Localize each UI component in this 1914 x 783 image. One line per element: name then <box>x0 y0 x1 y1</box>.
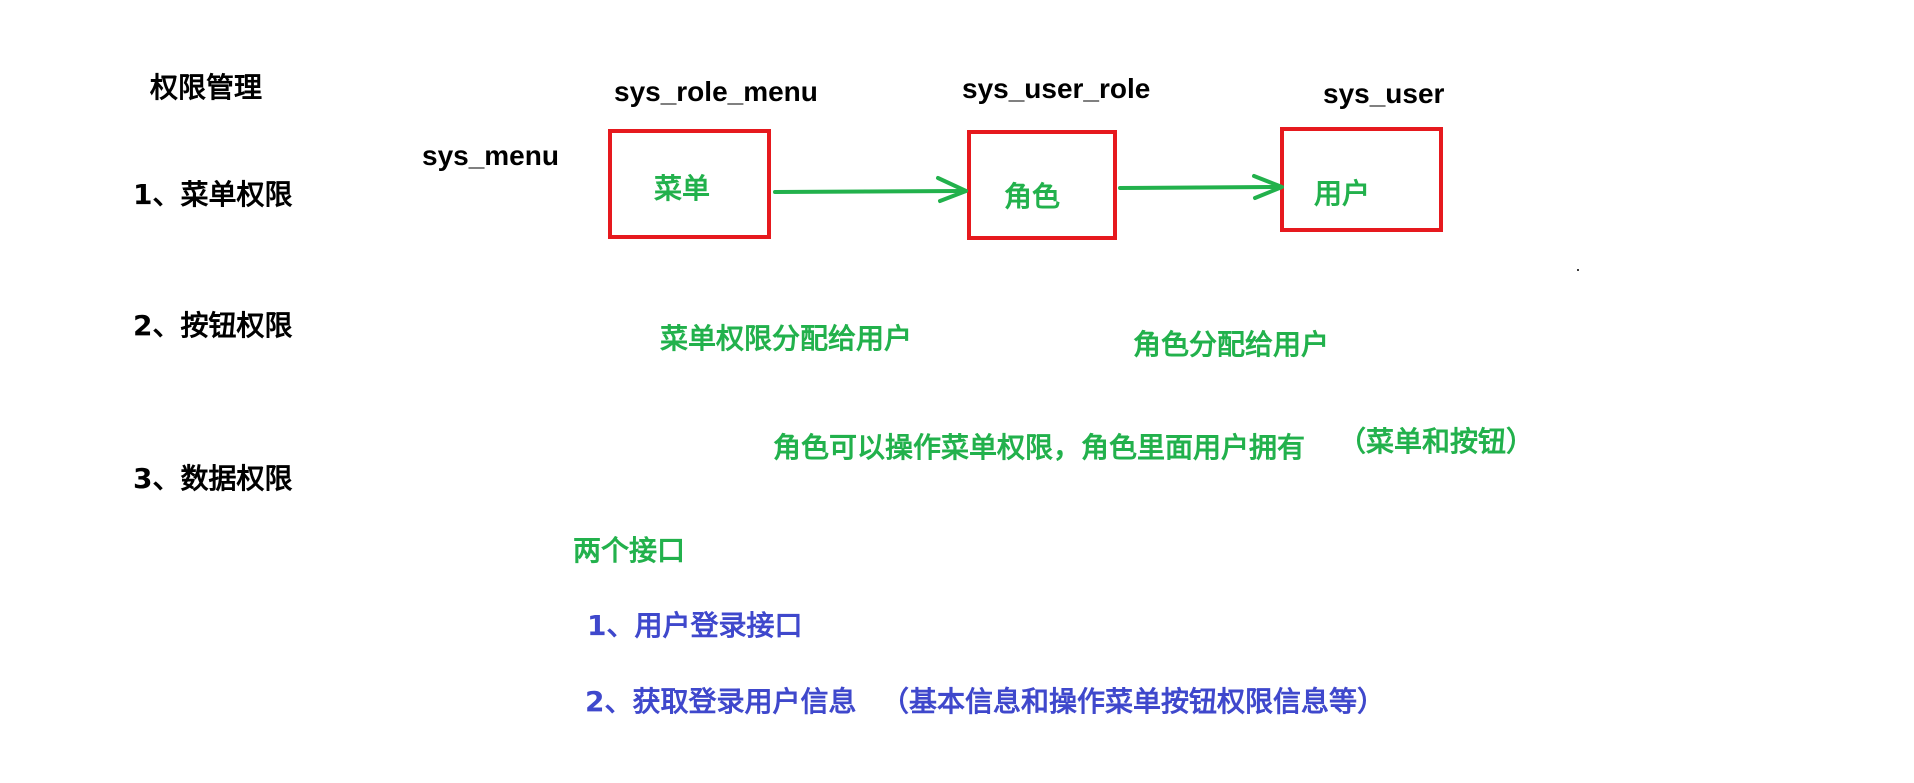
role-box-label: 角色 <box>1004 180 1061 213</box>
menu-box-label: 菜单 <box>654 172 711 205</box>
stray-dot <box>1577 269 1579 271</box>
interfaces-title: 两个接口 <box>573 534 686 567</box>
menu-box: 菜单 <box>608 129 771 239</box>
user-info-interface-item: 2、获取登录用户信息 <box>585 685 857 718</box>
section-title: 权限管理 <box>150 71 263 104</box>
sys-user-role-label: sys_user_role <box>962 73 1151 104</box>
login-interface-item: 1、用户登录接口 <box>587 609 803 642</box>
role-to-user-note: 角色分配给用户 <box>1133 328 1330 361</box>
sys-user-label: sys_user <box>1323 78 1445 109</box>
sys-menu-label: sys_menu <box>422 140 559 171</box>
menu-to-role-arrow <box>773 176 968 203</box>
role-description-paren: （菜单和按钮） <box>1338 425 1535 458</box>
button-permission-item: 2、按钮权限 <box>133 309 293 342</box>
sys-role-menu-label: sys_role_menu <box>614 76 818 107</box>
role-description-note: 角色可以操作菜单权限，角色里面用户拥有 <box>773 431 1306 464</box>
role-to-user-arrow <box>1118 174 1284 200</box>
user-box-label: 用户 <box>1314 177 1371 210</box>
menu-permission-item: 1、菜单权限 <box>133 178 293 211</box>
user-box: 用户 <box>1280 127 1443 232</box>
menu-to-user-note: 菜单权限分配给用户 <box>660 322 913 355</box>
user-info-interface-paren: （基本信息和操作菜单按钮权限信息等） <box>881 685 1386 718</box>
data-permission-item: 3、数据权限 <box>133 462 293 495</box>
role-box: 角色 <box>967 130 1117 240</box>
